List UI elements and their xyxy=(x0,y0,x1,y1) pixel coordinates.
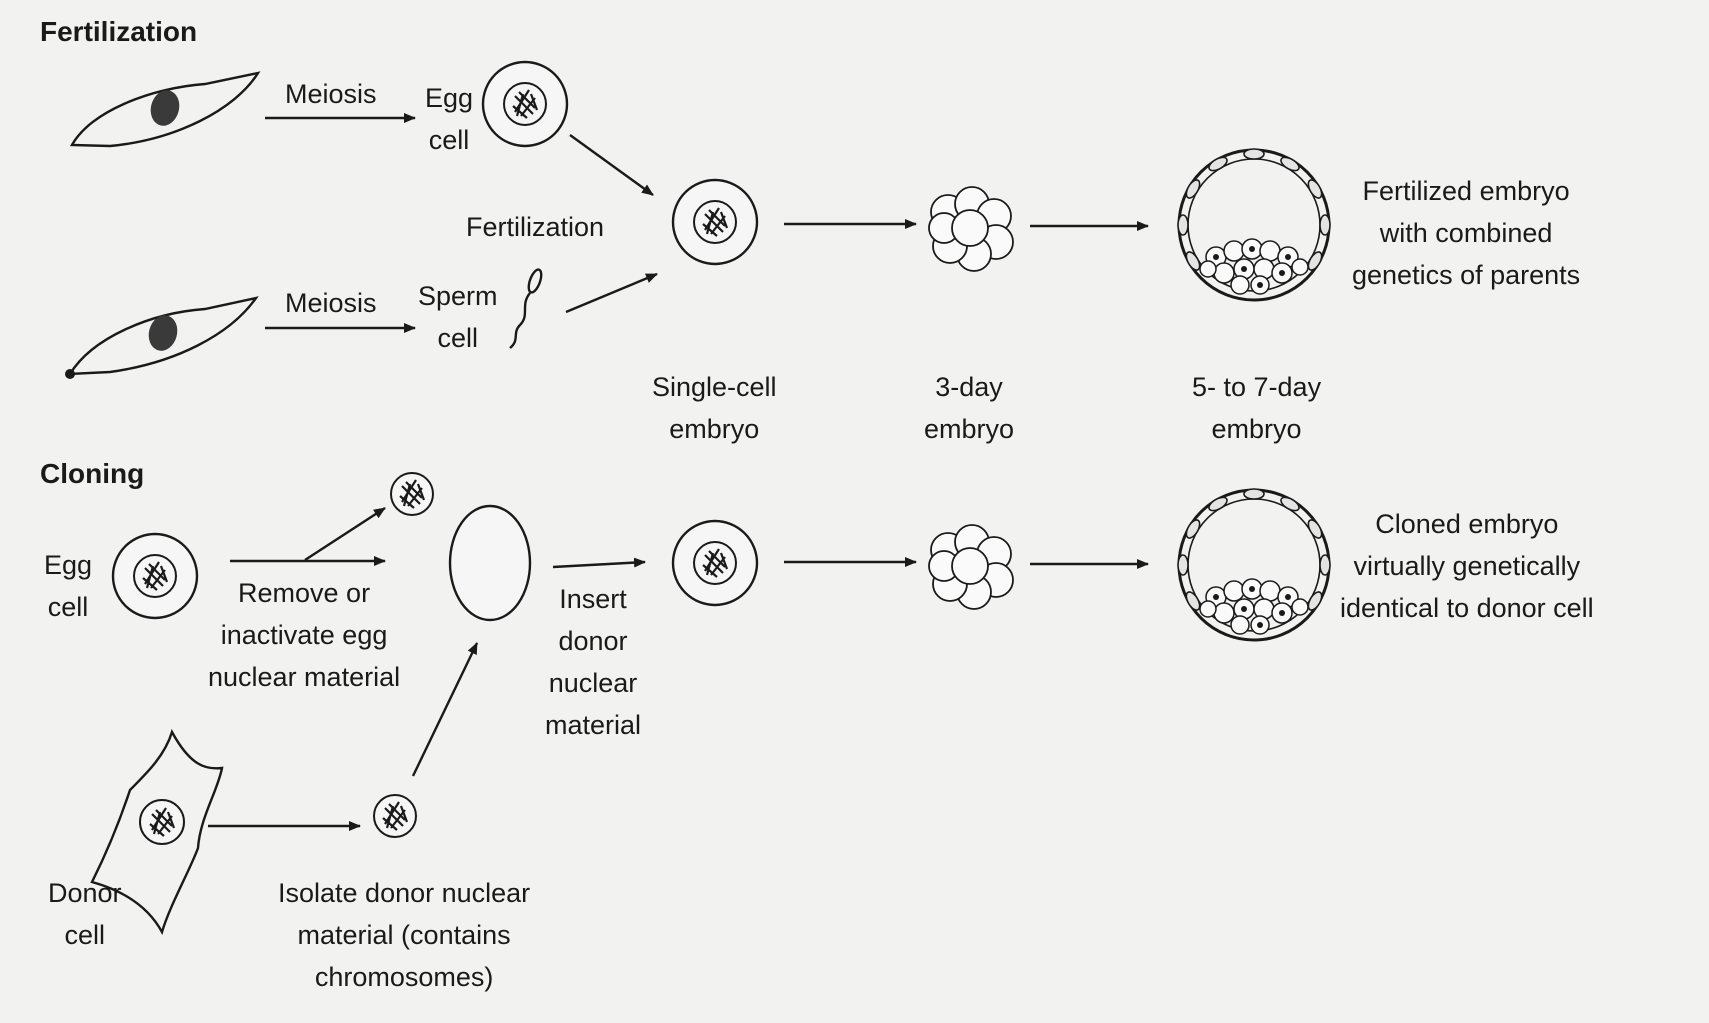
section-fertilization: Fertilization xyxy=(40,16,197,48)
single-cell-embryo-top xyxy=(673,180,757,264)
arrow-removed-nucleus xyxy=(305,508,385,560)
label-sperm-cell: Sperm cell xyxy=(418,275,498,359)
blastocyst-top xyxy=(1178,149,1330,300)
label-insert-donor-material: Insert donor nuclear material xyxy=(545,578,641,746)
label-isolate-donor-material: Isolate donor nuclear material (contains… xyxy=(278,872,530,998)
parent-cell-bottom xyxy=(65,298,256,379)
three-day-embryo-clone xyxy=(929,525,1013,609)
label-meiosis-top: Meiosis xyxy=(285,73,377,115)
arrow-sperm-to-single xyxy=(566,274,657,312)
label-three-day-embryo: 3-day embryo xyxy=(924,366,1014,450)
label-egg-cell-top: Egg cell xyxy=(425,77,473,161)
blastocyst-clone xyxy=(1178,489,1330,640)
parent-cell-top xyxy=(72,73,258,146)
label-single-cell-embryo: Single-cell embryo xyxy=(652,366,777,450)
single-cell-embryo-clone xyxy=(673,521,757,605)
arrow-insert xyxy=(553,562,645,567)
label-remove-egg-material: Remove or inactivate egg nuclear materia… xyxy=(208,572,400,698)
section-cloning: Cloning xyxy=(40,458,144,490)
label-egg-cell-clone: Egg cell xyxy=(44,544,92,628)
label-five-seven-day-embryo: 5- to 7-day embryo xyxy=(1192,366,1321,450)
label-donor-cell: Donor cell xyxy=(48,872,122,956)
sperm-cell xyxy=(510,268,544,348)
enucleated-egg xyxy=(450,506,530,620)
three-day-embryo-top xyxy=(929,187,1013,271)
donor-nucleus xyxy=(374,795,416,837)
arrow-donor-to-egg xyxy=(413,643,477,776)
label-fertilized-result: Fertilized embryo with combined genetics… xyxy=(1352,170,1580,296)
label-fertilization-step: Fertilization xyxy=(466,206,604,248)
label-meiosis-bottom: Meiosis xyxy=(285,282,377,324)
egg-cell-clone xyxy=(113,534,197,618)
egg-cell-top xyxy=(483,62,567,146)
removed-nucleus xyxy=(391,473,433,515)
arrow-egg-to-single xyxy=(570,135,653,195)
label-cloned-result: Cloned embryo virtually genetically iden… xyxy=(1340,503,1594,629)
